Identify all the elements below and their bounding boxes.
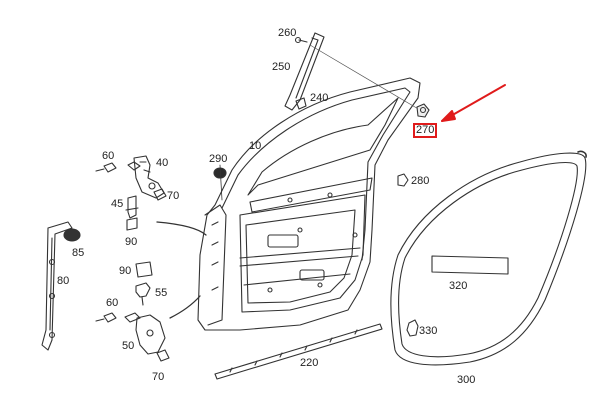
screw-260	[294, 36, 308, 44]
highlight-arrow	[441, 84, 506, 122]
callout-260: 260	[278, 27, 297, 39]
callout-70-upper: 70	[167, 190, 180, 202]
callout-45: 45	[111, 198, 124, 210]
clip-330	[406, 319, 419, 337]
bolt-45	[125, 195, 139, 219]
check-strap-80	[41, 221, 73, 351]
callout-70-lower: 70	[152, 371, 165, 383]
screw-60-upper	[95, 161, 141, 173]
bolt-70-lower	[156, 349, 170, 362]
callout-280: 280	[411, 175, 430, 187]
callout-90-lower: 90	[119, 265, 132, 277]
hinge-upper-40	[133, 155, 165, 199]
clip-240	[295, 97, 307, 110]
callout-300: 300	[457, 374, 476, 386]
callout-240: 240	[310, 92, 329, 104]
callout-60-lower: 60	[106, 297, 119, 309]
callout-290: 290	[209, 153, 228, 165]
nut-90-lower	[135, 261, 153, 278]
nut-90-upper	[126, 217, 138, 231]
callout-50: 50	[122, 340, 135, 352]
callout-220: 220	[300, 357, 319, 369]
weatherstrip-300	[390, 150, 587, 366]
bolt-70-upper	[153, 188, 167, 201]
stopper-85	[63, 228, 81, 242]
label-patch-320	[431, 255, 509, 275]
callout-40: 40	[156, 157, 169, 169]
callout-80: 80	[57, 275, 70, 287]
callout-320: 320	[449, 280, 468, 292]
callout-270-highlighted: 270	[413, 123, 438, 138]
grommet-280	[397, 173, 409, 187]
callout-330: 330	[419, 325, 438, 337]
door-frame-part	[197, 77, 421, 331]
callout-55: 55	[155, 287, 168, 299]
callout-10: 10	[249, 140, 262, 152]
hinge-lower-50	[124, 312, 166, 355]
trim-strip-250	[284, 32, 325, 111]
nut-270	[416, 103, 430, 118]
callout-250: 250	[272, 61, 291, 73]
seal-strip-220	[214, 323, 383, 380]
screw-60-lower	[95, 312, 117, 323]
bolt-55	[135, 282, 151, 306]
callout-90-upper: 90	[125, 236, 138, 248]
callout-60-upper: 60	[102, 150, 115, 162]
callout-85: 85	[72, 247, 85, 259]
